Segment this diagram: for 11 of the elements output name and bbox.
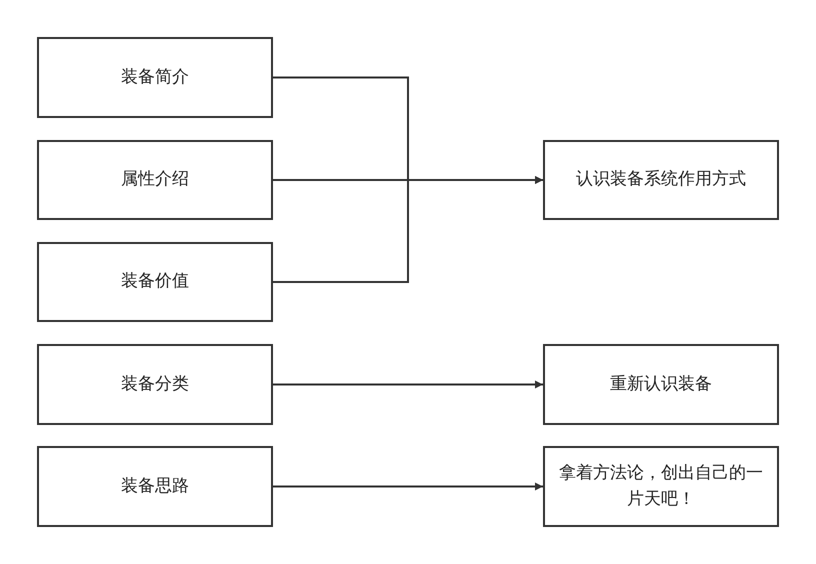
process-box: 装备分类	[37, 344, 273, 425]
process-box: 拿着方法论，创出自己的一片天吧！	[543, 446, 779, 527]
arrow	[273, 176, 543, 283]
process-box: 认识装备系统作用方式	[543, 140, 779, 220]
process-box: 装备价值	[37, 242, 273, 322]
process-box: 属性介绍	[37, 140, 273, 220]
process-box: 装备简介	[37, 37, 273, 118]
arrow	[273, 380, 543, 388]
process-box: 重新认识装备	[543, 344, 779, 425]
process-box: 装备思路	[37, 446, 273, 527]
arrow	[273, 482, 543, 490]
